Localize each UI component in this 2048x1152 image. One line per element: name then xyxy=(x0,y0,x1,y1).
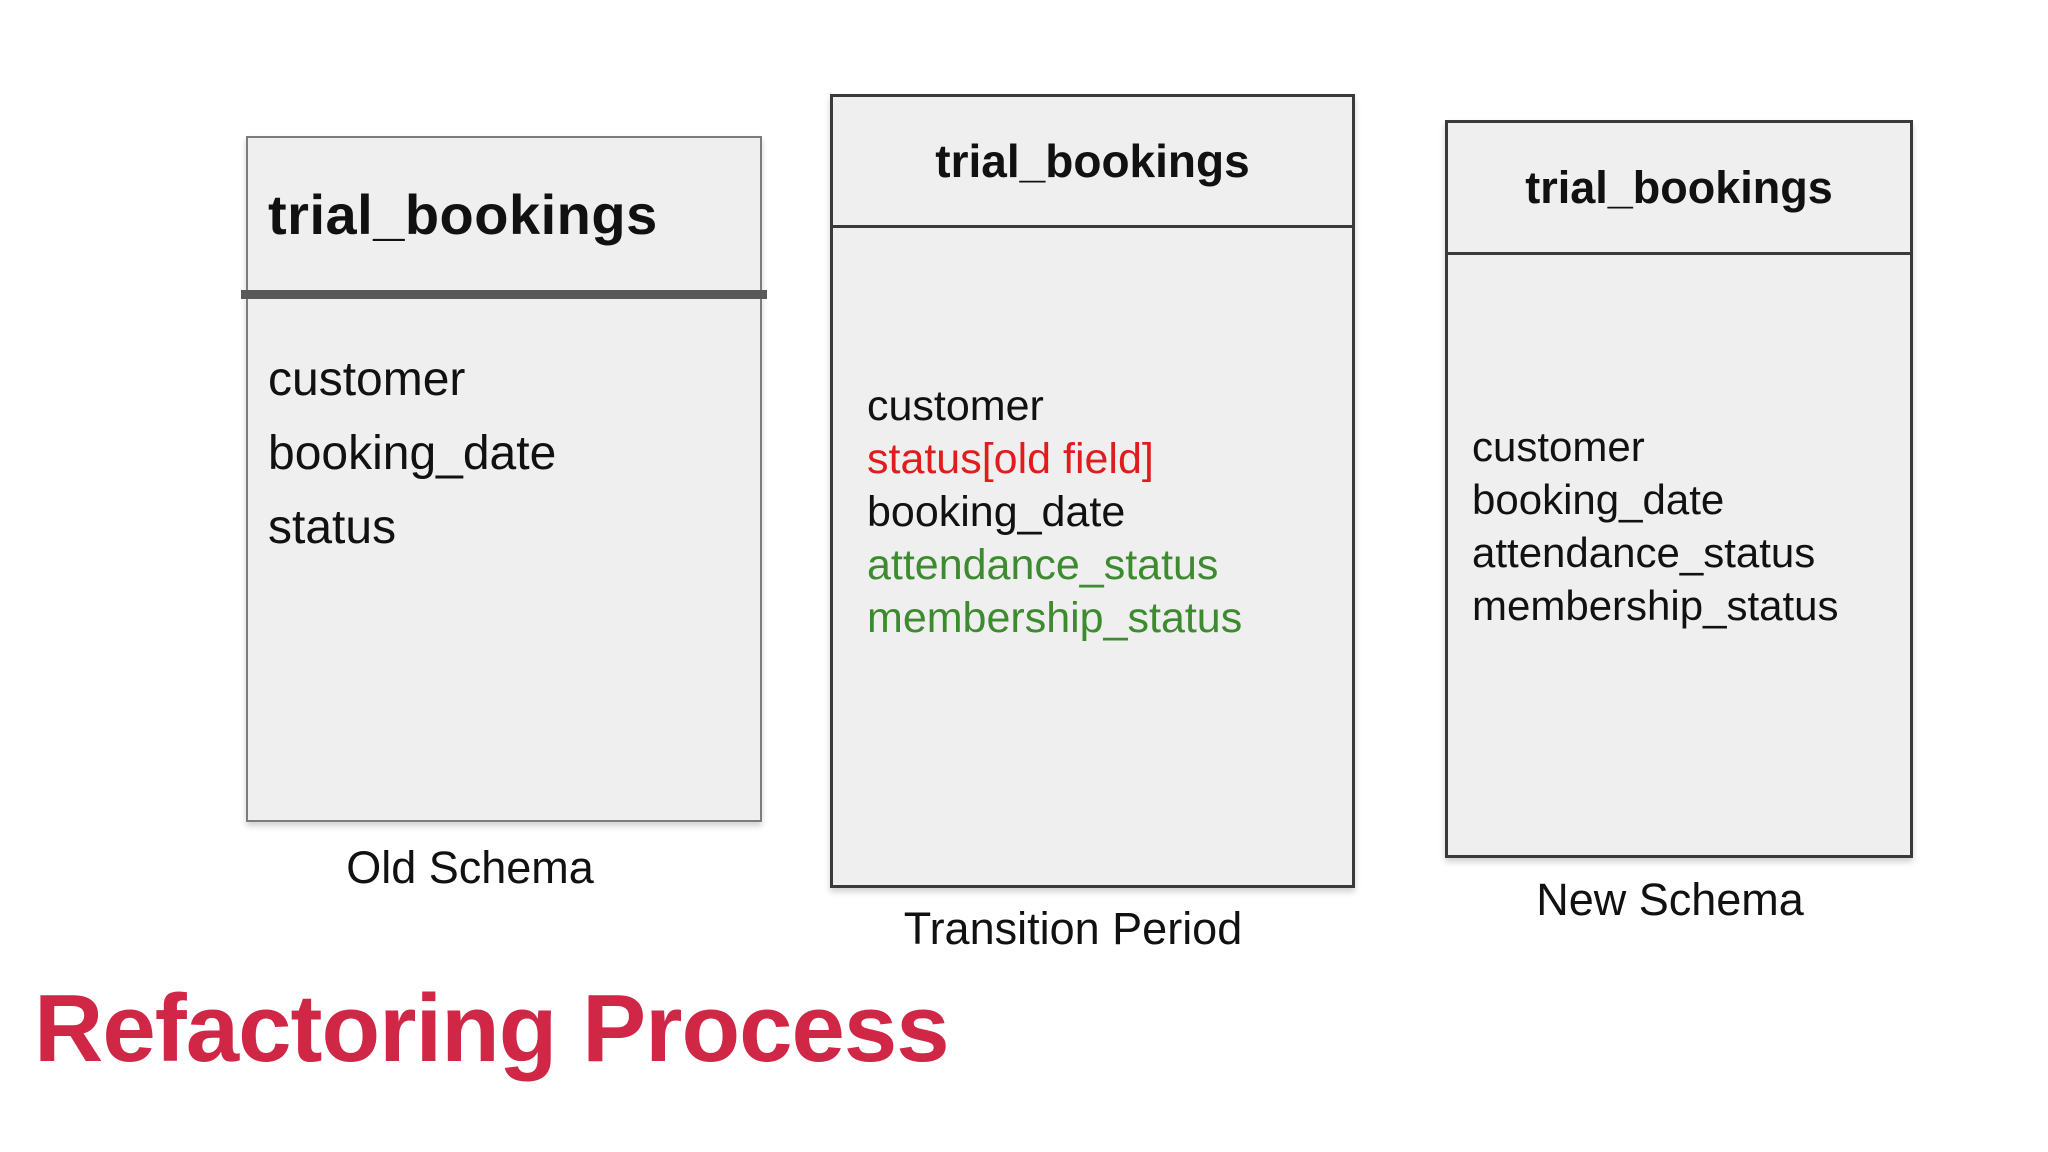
page-title: Refactoring Process xyxy=(34,975,950,1082)
fields-list-transition: customer status[old field] booking_date … xyxy=(833,228,1352,885)
header-separator-transition xyxy=(833,225,1352,228)
schema-box-old: trial_bookings customer booking_date sta… xyxy=(241,136,767,822)
field-status: status xyxy=(268,501,397,554)
table-title-transition: trial_bookings xyxy=(935,135,1250,187)
field-status-old-field: status[old field] xyxy=(867,435,1154,483)
header-separator-new xyxy=(1448,252,1910,255)
fields-list-old: customer booking_date status xyxy=(248,299,760,820)
field-customer: customer xyxy=(867,382,1044,430)
fields-list-new: customer booking_date attendance_status … xyxy=(1448,255,1910,855)
field-customer: customer xyxy=(1472,423,1645,470)
field-attendance-status: attendance_status xyxy=(867,541,1219,589)
schema-box-transition: trial_bookings customer status[old field… xyxy=(830,94,1355,888)
field-customer: customer xyxy=(268,353,466,406)
caption-transition-period: Transition Period xyxy=(903,903,1243,954)
field-attendance-status: attendance_status xyxy=(1472,529,1816,576)
table-title-old: trial_bookings xyxy=(268,182,658,246)
field-booking-date: booking_date xyxy=(268,427,557,480)
caption-new-schema: New Schema xyxy=(1536,874,1804,925)
schema-box-new: trial_bookings customer booking_date att… xyxy=(1445,120,1913,858)
field-booking-date: booking_date xyxy=(867,488,1126,536)
header-separator-old xyxy=(241,290,767,299)
caption-old-schema: Old Schema xyxy=(346,842,594,893)
field-booking-date: booking_date xyxy=(1472,476,1725,523)
table-title-new: trial_bookings xyxy=(1525,161,1833,213)
field-membership-status: membership_status xyxy=(1472,582,1839,629)
field-membership-status: membership_status xyxy=(867,594,1243,642)
